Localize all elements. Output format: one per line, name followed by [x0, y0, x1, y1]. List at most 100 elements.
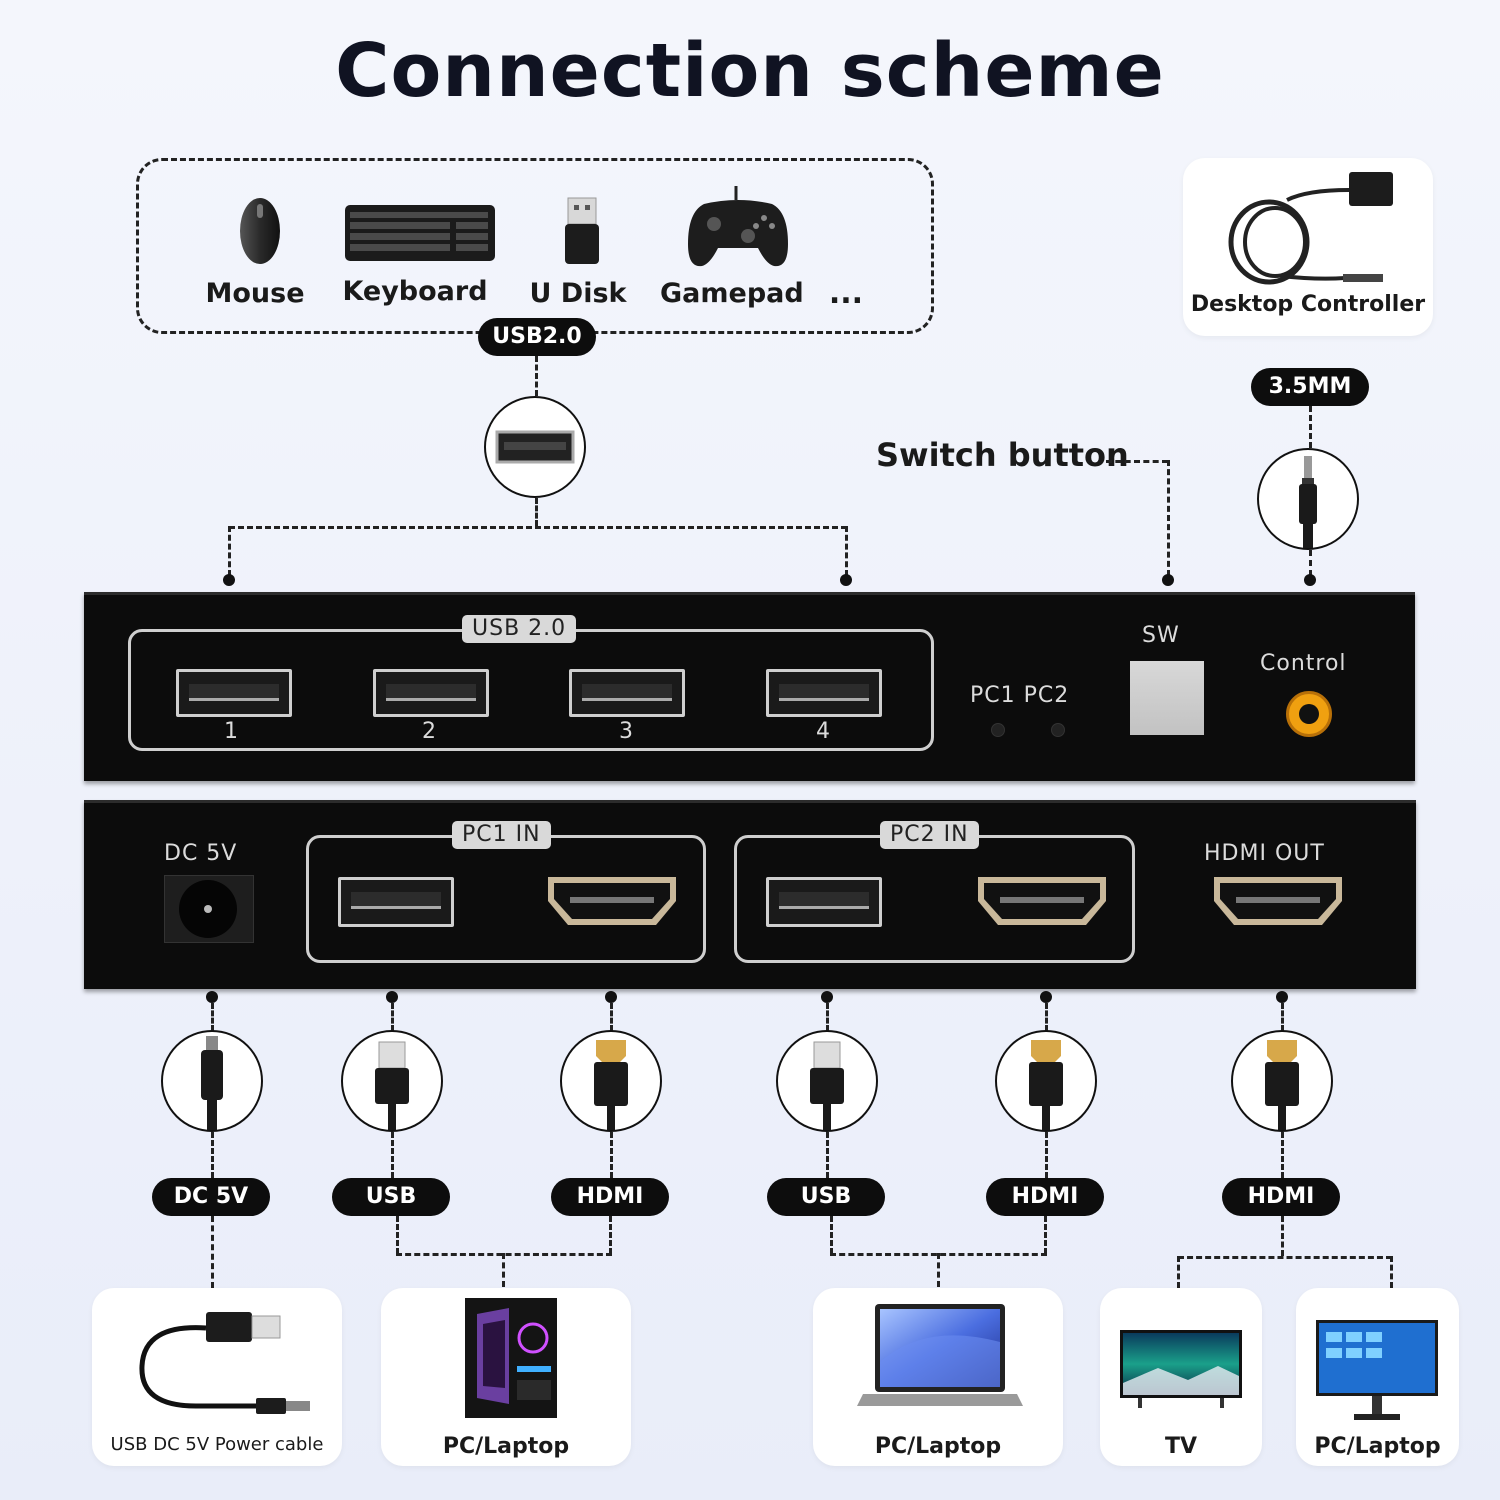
- connector-line: [391, 1132, 394, 1178]
- connector-dot: [386, 991, 398, 1003]
- gamepad-icon: [688, 186, 788, 267]
- connector-line: [211, 1132, 214, 1178]
- connector-line: [1178, 1256, 1392, 1259]
- usb-plug-callout-2: [776, 1030, 878, 1132]
- pc2-hdmi-port[interactable]: [974, 875, 1110, 927]
- switch-button[interactable]: [1130, 661, 1204, 735]
- usb-port-2[interactable]: [373, 669, 489, 717]
- usb-port-icon: [495, 430, 575, 464]
- pc2-target-label: PC/Laptop: [874, 1434, 1002, 1459]
- connector-line: [535, 356, 538, 396]
- control-label: Control: [1260, 651, 1347, 676]
- cable-pill-hdmi-1: HDMI: [551, 1178, 669, 1216]
- usb-port-4[interactable]: [766, 669, 882, 717]
- hdmi-plug-icon: [1029, 1040, 1063, 1130]
- power-cable-label: USB DC 5V Power cable: [110, 1434, 324, 1455]
- tv-icon: [1120, 1330, 1242, 1408]
- cable-pill-dc: DC 5V: [152, 1178, 270, 1216]
- kvm-front-panel: USB 2.0 1 2 3 4 PC1 PC2 SW Control: [84, 592, 1415, 781]
- switch-button-label: Switch button: [876, 436, 1129, 474]
- connector-dot: [1276, 991, 1288, 1003]
- connector-line: [396, 1216, 399, 1254]
- page-title: Connection scheme: [335, 28, 1165, 114]
- connector-line: [1390, 1256, 1393, 1288]
- connector-dot: [206, 991, 218, 1003]
- pc2-target-card: PC/Laptop: [813, 1288, 1063, 1466]
- connector-line: [1045, 1132, 1048, 1178]
- pc3-target-label: PC/Laptop: [1314, 1434, 1441, 1459]
- connector-line: [391, 1003, 394, 1031]
- dc-label: DC 5V: [164, 841, 238, 866]
- connector-line: [1309, 406, 1312, 448]
- connector-line: [502, 1253, 505, 1287]
- audio-jack-callout: [1257, 448, 1359, 550]
- peripheral-label-mouse: Mouse: [205, 278, 305, 309]
- pc2-usb-port[interactable]: [766, 877, 882, 927]
- sw-label: SW: [1142, 623, 1180, 648]
- usb-port-callout: [484, 396, 586, 498]
- connector-dot: [1162, 574, 1174, 586]
- pc2-led: [1051, 723, 1065, 737]
- desktop-pc-icon: [465, 1298, 557, 1418]
- desktop-controller-label: Desktop Controller: [1190, 292, 1426, 317]
- usb-group-label: USB 2.0: [462, 615, 577, 643]
- connector-line: [610, 1132, 613, 1178]
- pc1-target-label: PC/Laptop: [442, 1434, 570, 1459]
- connector-line: [535, 498, 538, 526]
- connector-dot: [223, 574, 235, 586]
- power-cable-icon: [139, 1312, 310, 1414]
- hdmi-out-label: HDMI OUT: [1204, 841, 1325, 866]
- connector-line: [1281, 1132, 1284, 1178]
- connector-line: [1167, 460, 1170, 576]
- tv-target-label: TV: [1164, 1434, 1198, 1459]
- peripheral-more: ...: [828, 276, 864, 311]
- connector-line: [826, 1132, 829, 1178]
- pc1-usb-port[interactable]: [338, 877, 454, 927]
- pc3-target-card: PC/Laptop: [1296, 1288, 1459, 1466]
- laptop-icon: [857, 1304, 1023, 1406]
- peripheral-label-gamepad: Gamepad: [660, 278, 804, 309]
- kvm-rear-panel: DC 5V PC1 IN PC2 IN HDMI OUT: [84, 800, 1416, 989]
- connector-line: [610, 1003, 613, 1031]
- dc-jack[interactable]: [164, 875, 254, 943]
- mouse-icon: [240, 198, 280, 264]
- usb-port-4-number: 4: [816, 719, 831, 744]
- monitor-icon: [1316, 1320, 1438, 1420]
- pc2-in-label: PC2 IN: [880, 821, 979, 849]
- connector-line: [609, 1216, 612, 1254]
- audio-plug-icon: [1299, 456, 1317, 548]
- audio-interface-pill: 3.5MM: [1251, 368, 1369, 406]
- usb-plug-icon: [375, 1041, 409, 1130]
- connector-line: [229, 526, 847, 529]
- usb-port-3[interactable]: [569, 669, 685, 717]
- tv-target-card: TV: [1100, 1288, 1262, 1466]
- pc1-led: [991, 723, 1005, 737]
- connector-line: [1281, 1003, 1284, 1031]
- cable-pill-usb-2: USB: [767, 1178, 885, 1216]
- usb-drive-icon: [565, 197, 599, 264]
- dc-plug-icon: [201, 1036, 223, 1130]
- usb-port-1-number: 1: [224, 719, 239, 744]
- connector-line: [211, 1003, 214, 1031]
- connector-line: [937, 1253, 940, 1287]
- control-jack[interactable]: [1286, 691, 1332, 737]
- hdmi-out-port[interactable]: [1210, 875, 1346, 927]
- cable-pill-usb-1: USB: [332, 1178, 450, 1216]
- connector-dot: [1304, 574, 1316, 586]
- usb-port-1[interactable]: [176, 669, 292, 717]
- usb2-interface-pill: USB2.0: [478, 318, 596, 356]
- usb-plug-callout-1: [341, 1030, 443, 1132]
- pc1-in-label: PC1 IN: [452, 821, 551, 849]
- connector-line: [228, 526, 231, 576]
- hdmi-plug-callout-2: [995, 1030, 1097, 1132]
- connector-line: [1044, 1216, 1047, 1254]
- pc1-target-card: PC/Laptop: [381, 1288, 631, 1466]
- hdmi-plug-callout-1: [560, 1030, 662, 1132]
- usb-port-2-number: 2: [422, 719, 437, 744]
- connector-dot: [1040, 991, 1052, 1003]
- keyboard-icon: [345, 205, 495, 261]
- connector-line: [1281, 1216, 1284, 1256]
- connector-line: [1106, 460, 1168, 463]
- connector-dot: [605, 991, 617, 1003]
- pc1-hdmi-port[interactable]: [544, 875, 680, 927]
